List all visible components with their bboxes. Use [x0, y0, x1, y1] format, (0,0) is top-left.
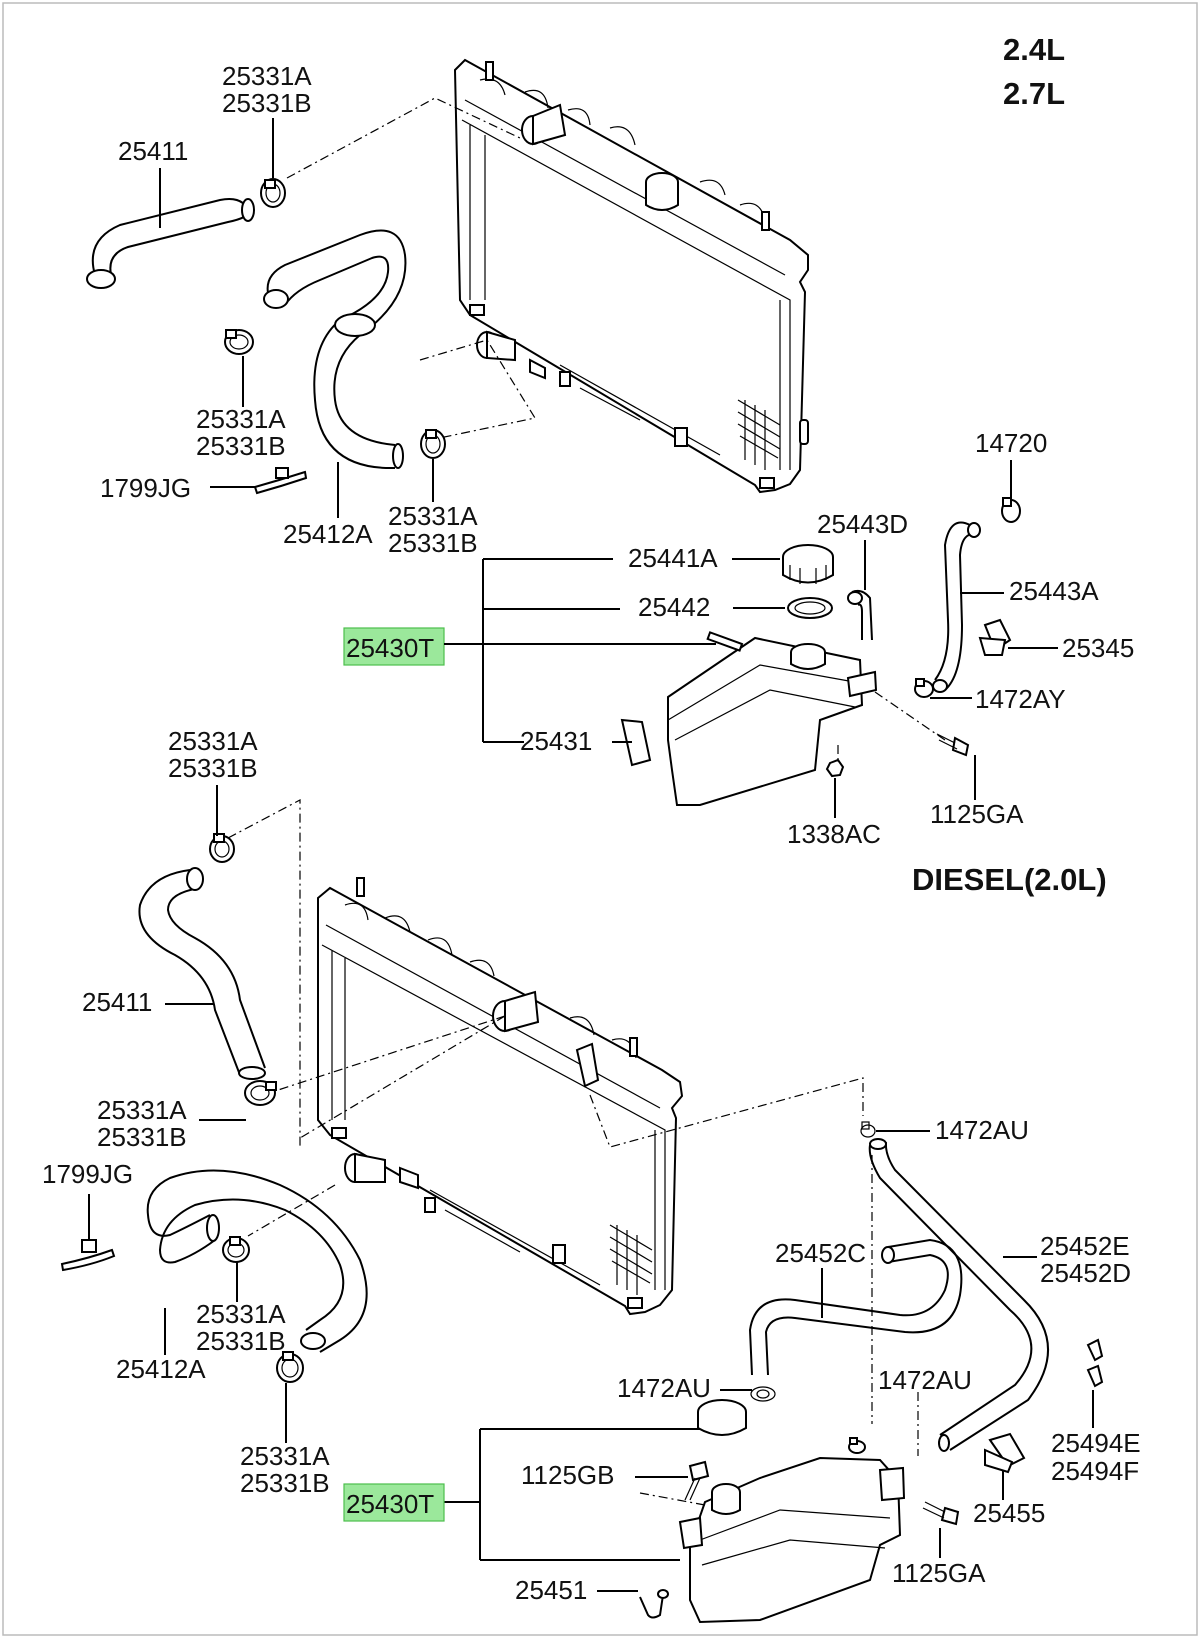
- label-25331b-bottom-2: 25331B: [97, 1122, 187, 1152]
- reservoir-tank-top: [620, 631, 878, 806]
- label-25411-top: 25411: [118, 136, 188, 166]
- label-25331a-bottom-2: 25331A: [97, 1095, 187, 1125]
- label-25331b-top-1: 25331B: [222, 88, 312, 118]
- clamp-icon-14720: [1001, 497, 1021, 523]
- label-1472au-left: 1472AU: [617, 1373, 711, 1403]
- label-25431: 25431: [520, 726, 592, 756]
- overflow-hose-icon-top: [932, 521, 981, 693]
- cable-tie-icon-top: [253, 467, 308, 495]
- label-1472ay: 1472AY: [975, 684, 1066, 714]
- clip-icon-25345: [978, 618, 1012, 656]
- label-25430t-top[interactable]: 25430T: [346, 633, 434, 663]
- label-25345: 25345: [1062, 633, 1134, 663]
- label-25443d: 25443D: [817, 509, 908, 539]
- clamp-icon-top-1: [260, 178, 286, 208]
- label-1125gb: 1125GB: [521, 1460, 614, 1490]
- bolt-icon-1125gb: [684, 1460, 710, 1501]
- label-25452d: 25452D: [1040, 1258, 1131, 1288]
- label-25412a-bottom: 25412A: [116, 1354, 206, 1384]
- label-25452c: 25452C: [775, 1238, 866, 1268]
- label-1125ga-bottom: 1125GA: [892, 1558, 986, 1588]
- label-25331b-top-2: 25331B: [196, 431, 286, 461]
- label-25411-bottom: 25411: [82, 987, 152, 1017]
- reservoir-cap-icon-top: [782, 544, 834, 584]
- radiator-top: [453, 58, 809, 494]
- engine-label-27: 2.7L: [1003, 76, 1065, 111]
- clamp-icon-bottom-3: [222, 1236, 250, 1263]
- clamp-icon-1472au-left: [750, 1386, 776, 1402]
- label-25331a-bottom-4: 25331A: [240, 1441, 330, 1471]
- lower-hose-bottom: [146, 1169, 368, 1353]
- clamp-icon-top-3: [420, 429, 446, 459]
- label-1799jg-top: 1799JG: [100, 473, 191, 503]
- highlight-25430t-top: [343, 627, 445, 666]
- label-25451: 25451: [515, 1575, 587, 1605]
- upper-hose-top: [86, 198, 255, 289]
- label-25430t-bottom[interactable]: 25430T: [346, 1489, 434, 1519]
- label-25331a-top-2: 25331A: [196, 404, 286, 434]
- clip-icon-25494ef: [1086, 1338, 1104, 1388]
- clamp-icon-bottom-4: [276, 1351, 304, 1383]
- label-25331b-bottom-1: 25331B: [168, 753, 258, 783]
- label-14720: 14720: [975, 428, 1047, 458]
- clamp-icon-bottom-1: [209, 833, 235, 863]
- pipe-icon-25451: [639, 1589, 669, 1619]
- label-25443a: 25443A: [1009, 576, 1099, 606]
- bolt-icon-1125ga-bottom: [922, 1501, 960, 1526]
- label-25494f: 25494F: [1051, 1456, 1139, 1486]
- label-25452e: 25452E: [1040, 1231, 1130, 1261]
- label-25331a-top-3: 25331A: [388, 501, 478, 531]
- cable-tie-icon-bottom: [60, 1239, 116, 1272]
- radiator-bottom: [317, 877, 684, 1316]
- clamp-icon-1472au-mid: [848, 1437, 866, 1454]
- label-25494e: 25494E: [1051, 1428, 1141, 1458]
- cap-icon-bottom: [697, 1399, 747, 1436]
- label-1472au-mid: 1472AU: [878, 1365, 972, 1395]
- lower-hose-top: [263, 229, 407, 470]
- label-1799jg-bottom: 1799JG: [42, 1159, 133, 1189]
- nut-icon-1338ac: [825, 758, 845, 778]
- label-25331a-bottom-3: 25331A: [196, 1299, 286, 1329]
- engine-label-diesel: DIESEL(2.0L): [912, 862, 1107, 897]
- reservoir-tank-bottom: [678, 1456, 906, 1624]
- gasket-icon-top: [787, 597, 833, 619]
- clamp-icon-1472ay: [914, 678, 934, 698]
- upper-hose-bottom: [138, 867, 266, 1080]
- clamp-icon-bottom-2: [244, 1080, 277, 1106]
- label-25442: 25442: [638, 592, 710, 622]
- bracket-icon-25455: [984, 1432, 1026, 1474]
- hose-25452c-icon: [748, 1238, 963, 1376]
- label-1338ac: 1338AC: [787, 819, 881, 849]
- label-25455: 25455: [973, 1498, 1045, 1528]
- label-1125ga-top: 1125GA: [930, 799, 1024, 829]
- label-25331a-top-1: 25331A: [222, 61, 312, 91]
- clamp-icon-1472au-top: [860, 1121, 876, 1138]
- engine-label-24: 2.4L: [1003, 32, 1065, 67]
- label-25441a: 25441A: [628, 543, 718, 573]
- clamp-icon-top-2: [224, 329, 254, 355]
- label-25331b-bottom-3: 25331B: [196, 1326, 286, 1356]
- label-25331b-top-3: 25331B: [388, 528, 478, 558]
- bolt-icon-1125ga-top: [936, 733, 970, 757]
- small-hose-icon-top: [847, 589, 873, 641]
- hose-25452e-icon: [868, 1138, 1049, 1452]
- highlight-25430t-bottom: [343, 1483, 445, 1522]
- label-25331a-bottom-1: 25331A: [168, 726, 258, 756]
- label-25412a-top: 25412A: [283, 519, 373, 549]
- label-25331b-bottom-4: 25331B: [240, 1468, 330, 1498]
- label-1472au-top: 1472AU: [935, 1115, 1029, 1145]
